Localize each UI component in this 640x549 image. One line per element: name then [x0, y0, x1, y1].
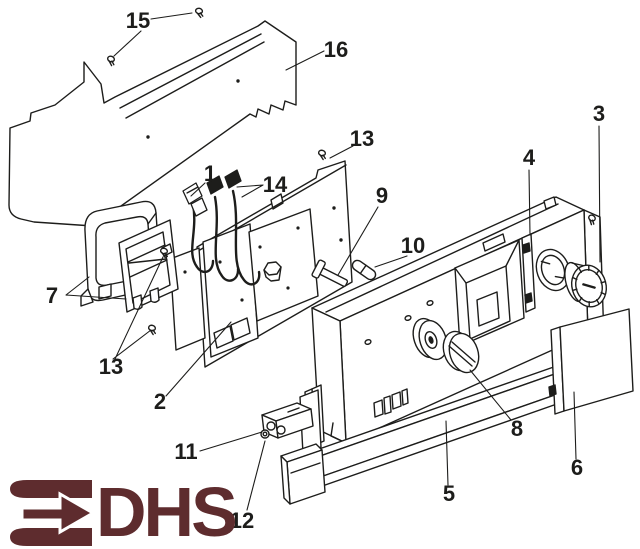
part-10-roller: [351, 259, 377, 281]
part-label-6: 6: [571, 455, 583, 480]
part-2-circuit-boards: [169, 208, 319, 358]
part-label-2: 2: [154, 389, 166, 414]
part-label-8: 8: [511, 416, 523, 441]
dhs-logo: DHS: [10, 473, 238, 549]
part-label-14: 14: [263, 172, 288, 197]
part-4-bracket-strip: [521, 233, 536, 313]
part-label-5: 5: [443, 481, 455, 506]
part-labels: 15 16 13 1 14 9 10 3 4 7 13 2 11 12 8 5 …: [46, 8, 605, 533]
part-label-13-bottom: 13: [99, 354, 123, 379]
part-label-4: 4: [523, 145, 536, 170]
part-label-13-top: 13: [350, 126, 374, 151]
part-label-7: 7: [46, 283, 58, 308]
diagram-linework: [8, 7, 634, 511]
part-label-15: 15: [126, 8, 150, 33]
part-11-bracket: [261, 389, 322, 455]
module-mounting-frame: [118, 219, 179, 313]
part-3-timer-dial: [564, 261, 607, 308]
part-12-oring: [260, 429, 270, 439]
part-label-16: 16: [324, 37, 348, 62]
part-label-11: 11: [174, 439, 197, 464]
leader-lines: [65, 12, 601, 511]
part-label-10: 10: [401, 233, 425, 258]
part-label-3: 3: [593, 101, 605, 126]
part-label-12: 12: [230, 508, 254, 533]
dhs-arrow-icon: [10, 480, 97, 546]
part-9-t-pin: [311, 259, 349, 287]
part-16-back-panel: [8, 20, 297, 227]
part-6-end-panel: [548, 308, 634, 415]
part-label-1: 1: [204, 161, 216, 186]
dhs-logo-text: DHS: [96, 473, 235, 549]
part-5-trim-strip: [280, 361, 575, 505]
part-8-knob: [412, 317, 480, 374]
part-label-9: 9: [376, 183, 388, 208]
part-1-14-wire-harnesses: [182, 169, 261, 286]
